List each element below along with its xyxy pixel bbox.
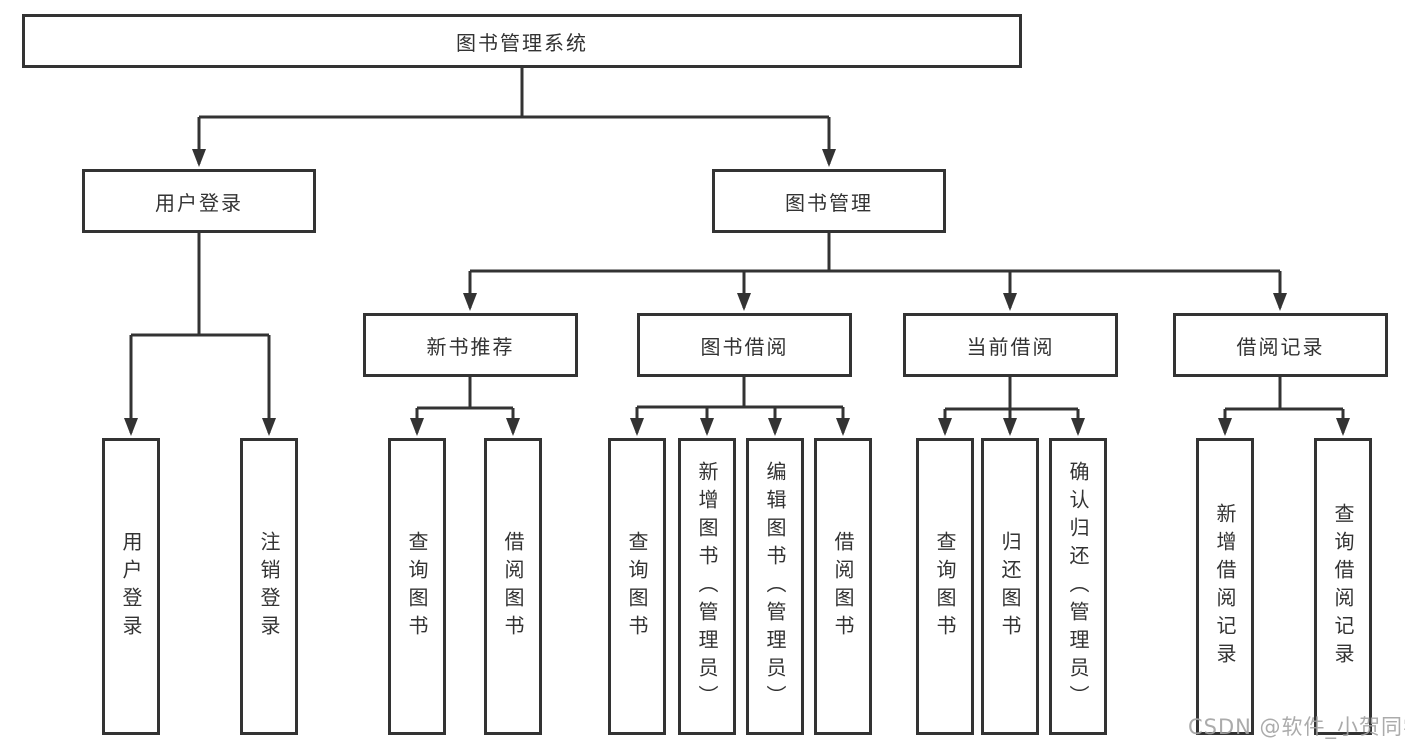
leaf-bb-borrow-books: 借阅图书: [814, 438, 872, 735]
node-label: 注销登录: [257, 530, 281, 643]
node-label: 编辑图书（管理员）: [763, 460, 787, 713]
node-label: 查询图书: [405, 530, 429, 643]
connector-root: [199, 68, 829, 119]
node-label: 归还图书: [998, 530, 1022, 643]
leaf-bb-add-books-admin: 新增图书（管理员）: [678, 438, 736, 735]
node-label: 用户登录: [119, 530, 143, 643]
node-label: 新增借阅记录: [1213, 502, 1237, 671]
connector-book-mgmt: [470, 233, 1280, 273]
node-current-borrowing: 当前借阅: [903, 313, 1118, 377]
node-book-management: 图书管理: [712, 169, 946, 233]
connector-user-login: [131, 233, 269, 337]
leaf-rec-add-record: 新增借阅记录: [1196, 438, 1254, 735]
leaf-cb-return-books: 归还图书: [981, 438, 1039, 735]
node-label: 确认归还（管理员）: [1066, 460, 1090, 713]
csdn-watermark: CSDN @软件_小贺同学: [1188, 715, 1405, 739]
leaf-nb-borrow-books: 借阅图书: [484, 438, 542, 735]
leaf-cb-confirm-return-admin: 确认归还（管理员）: [1049, 438, 1107, 735]
node-book-borrowing: 图书借阅: [637, 313, 852, 377]
leaf-rec-query-record: 查询借阅记录: [1314, 438, 1372, 735]
leaf-logout: 注销登录: [240, 438, 298, 735]
node-label: 新增图书（管理员）: [695, 460, 719, 713]
leaf-user-login: 用户登录: [102, 438, 160, 735]
connector-current: [945, 377, 1078, 411]
node-label: 查询图书: [933, 530, 957, 643]
node-new-book-recommend: 新书推荐: [363, 313, 578, 377]
leaf-bb-query-books: 查询图书: [608, 438, 666, 735]
leaf-bb-edit-books-admin: 编辑图书（管理员）: [746, 438, 804, 735]
node-label: 当前借阅: [966, 334, 1055, 359]
node-label: 借阅记录: [1236, 334, 1325, 359]
node-label: 图书管理: [785, 190, 873, 215]
node-label: 借阅图书: [501, 530, 525, 643]
node-borrowing-records: 借阅记录: [1173, 313, 1388, 377]
node-label: 查询借阅记录: [1331, 502, 1355, 671]
node-user-login: 用户登录: [82, 169, 316, 233]
node-label: 新书推荐: [426, 334, 515, 359]
node-label: 用户登录: [155, 190, 243, 215]
leaf-cb-query-books: 查询图书: [916, 438, 974, 735]
connector-borrowing: [637, 377, 843, 409]
node-label: 图书管理系统: [456, 30, 588, 55]
node-root-system: 图书管理系统: [22, 14, 1022, 68]
node-label: 借阅图书: [831, 530, 855, 643]
node-label: 查询图书: [625, 530, 649, 643]
leaf-nb-query-books: 查询图书: [388, 438, 446, 735]
connector-new-books: [417, 377, 513, 410]
connector-records: [1225, 377, 1343, 411]
node-label: 图书借阅: [700, 334, 789, 359]
